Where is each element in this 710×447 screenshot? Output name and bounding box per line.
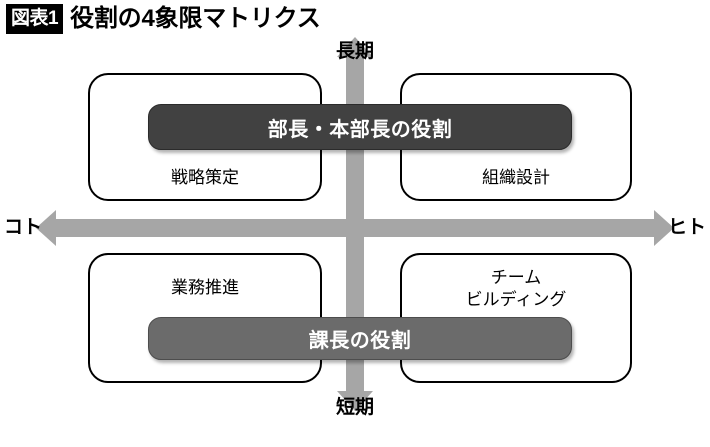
figure-title: 図表1 役割の4象限マトリクス [6, 4, 321, 34]
axis-label-right: ヒト [667, 217, 706, 238]
axis-label-top: 長期 [335, 41, 375, 62]
axis-label-left: コト [4, 217, 43, 238]
axis-label-bottom: 短期 [335, 397, 375, 418]
horizontal-axis-arrow-icon [56, 219, 654, 237]
quadrant-label: チーム ビルディング [465, 268, 567, 309]
role-bar-lower: 課長の役割 [148, 317, 572, 360]
quadrant-label: 組織設計 [482, 168, 550, 187]
quadrant-label: 戦略策定 [171, 168, 239, 187]
page-title: 役割の4象限マトリクス [70, 5, 321, 32]
figure-number-badge: 図表1 [6, 4, 64, 34]
quadrant-label: 業務推進 [171, 278, 239, 297]
role-bar-upper: 部長・本部長の役割 [148, 104, 572, 150]
